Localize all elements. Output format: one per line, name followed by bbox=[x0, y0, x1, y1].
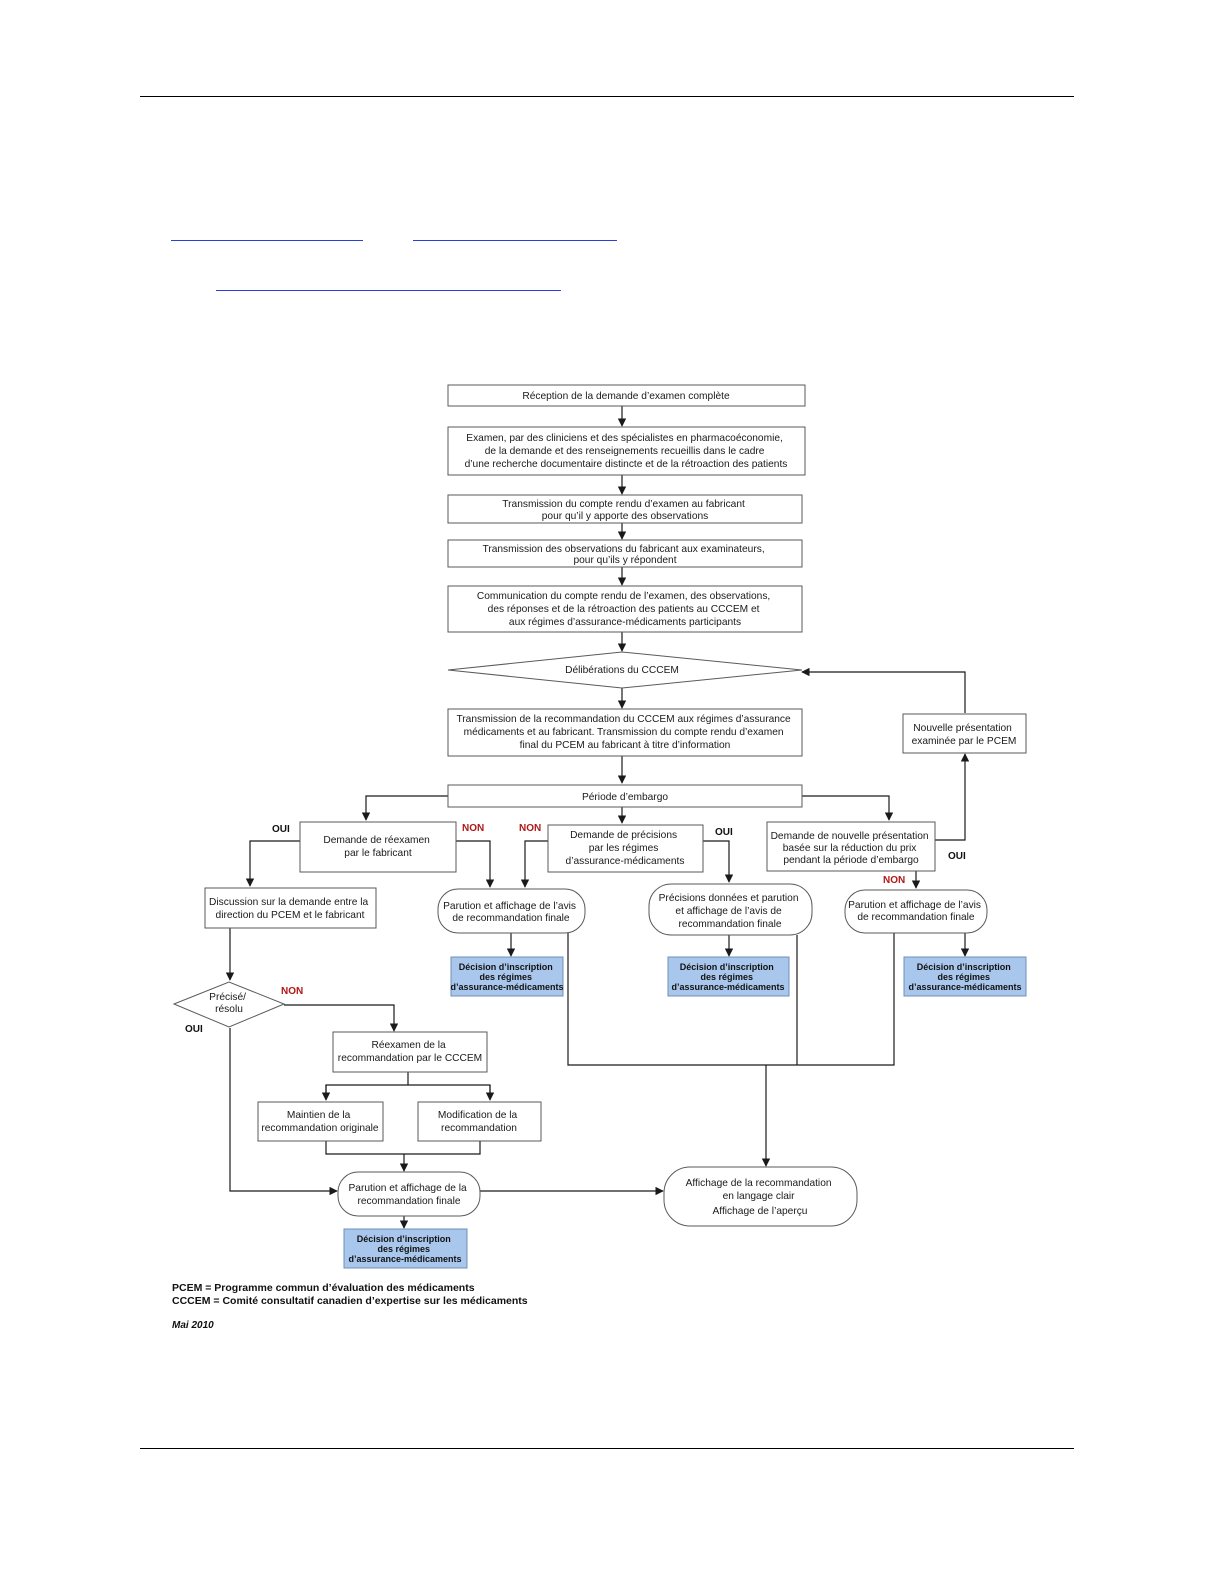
node-discussion: Discussion sur la demande entre la direc… bbox=[204, 887, 377, 929]
node-modification: Modification de la recommandation bbox=[417, 1101, 542, 1142]
hyperlink-2[interactable] bbox=[413, 240, 617, 241]
label-non: NON bbox=[883, 875, 905, 886]
svg-text:Demande de nouvelle présentati: Demande de nouvelle présentation basée s… bbox=[771, 831, 932, 866]
legend-pcem: PCEM = Programme commun d’évaluation des… bbox=[172, 1282, 475, 1294]
svg-text:Affichage de la recommandation: Affichage de la recommandation en langag… bbox=[686, 1178, 835, 1217]
node-maintien: Maintien de la recommandation originale bbox=[257, 1101, 384, 1142]
svg-text:Parution et affichage de l’avi: Parution et affichage de l’avis de recom… bbox=[848, 900, 984, 923]
node-parution-avis-3: Parution et affichage de l’avis de recom… bbox=[844, 889, 988, 934]
svg-text:Décision d’inscription d: Décision d’inscription des régimes d’ass… bbox=[671, 962, 784, 992]
node-decision-3: Décision d’inscription des régimes d’ass… bbox=[903, 956, 1027, 997]
node-examen: Examen, par des cliniciens et des spécia… bbox=[447, 426, 806, 476]
hyperlink-1[interactable] bbox=[171, 240, 363, 241]
legend-cccem: CCCEM = Comité consultatif canadien d’ex… bbox=[172, 1295, 528, 1307]
svg-text:Réexamen de la recommand: Réexamen de la recommandation par le CCC… bbox=[338, 1040, 482, 1064]
node-parution-avis-1: Parution et affichage de l’avis de recom… bbox=[437, 888, 586, 934]
svg-text:Nouvelle présentation ex: Nouvelle présentation examinée par le PC… bbox=[912, 723, 1017, 747]
header-rule bbox=[140, 96, 1074, 97]
node-precise-resolu: Précisé/ résolu bbox=[172, 981, 286, 1028]
svg-text:Décision d’inscription d: Décision d’inscription des régimes d’ass… bbox=[348, 1234, 461, 1264]
svg-text:Décision d’inscription d: Décision d’inscription des régimes d’ass… bbox=[908, 962, 1021, 992]
svg-text:Transmission des observations: Transmission des observations du fabrica… bbox=[482, 544, 767, 566]
connectors bbox=[225, 406, 970, 1229]
legend-date: Mai 2010 bbox=[172, 1320, 214, 1331]
label-non: NON bbox=[281, 986, 303, 997]
svg-text:Réception de la demande d’exam: Réception de la demande d’examen complèt… bbox=[522, 391, 730, 402]
node-transmission-observations: Transmission des observations du fabrica… bbox=[447, 539, 803, 568]
footer-rule bbox=[140, 1448, 1074, 1449]
node-decision-1: Décision d’inscription des régimes d’ass… bbox=[450, 956, 564, 997]
node-precisions-donnees: Précisions données et parution et affich… bbox=[648, 883, 813, 936]
label-non: NON bbox=[462, 823, 484, 834]
label-oui: OUI bbox=[272, 824, 290, 835]
node-demande-precisions: Demande de précisions par les régimes d’… bbox=[547, 824, 704, 873]
svg-text:Transmission de la recommandat: Transmission de la recommandation du CCC… bbox=[456, 714, 793, 751]
svg-text:Examen, par des cliniciens et: Examen, par des cliniciens et des spécia… bbox=[465, 433, 788, 470]
hyperlink-3[interactable] bbox=[216, 290, 561, 291]
label-non: NON bbox=[519, 823, 541, 834]
label-oui: OUI bbox=[185, 1024, 203, 1035]
node-demande-reexamen: Demande de réexamen par le fabricant bbox=[299, 821, 457, 873]
legend: PCEM = Programme commun d’évaluation des… bbox=[172, 1282, 528, 1331]
label-oui: OUI bbox=[715, 827, 733, 838]
svg-text:Modification de la recom: Modification de la recommandation bbox=[438, 1110, 520, 1134]
node-reexamen-cccem: Réexamen de la recommandation par le CCC… bbox=[332, 1031, 488, 1073]
svg-text:Transmission du compte rendu d: Transmission du compte rendu d’examen au… bbox=[502, 499, 747, 522]
node-parution-finale: Parution et affichage de la recommandati… bbox=[337, 1171, 481, 1217]
node-transmission-compte-rendu: Transmission du compte rendu d’examen au… bbox=[447, 494, 803, 524]
node-affichage: Affichage de la recommandation en langag… bbox=[663, 1166, 858, 1227]
svg-text:Communication du compte rendu: Communication du compte rendu de l’exame… bbox=[477, 591, 773, 628]
svg-text:Période d’embargo: Période d’embargo bbox=[582, 792, 668, 803]
node-periode-embargo: Période d’embargo bbox=[447, 784, 803, 808]
branch-labels: OUI NON NON OUI OUI NON NON OUI bbox=[185, 823, 966, 1035]
svg-text:Demande de réexamen par: Demande de réexamen par le fabricant bbox=[323, 835, 432, 859]
svg-text:Parution et affichage de la: Parution et affichage de la recommandati… bbox=[348, 1183, 469, 1207]
svg-text:Maintien de la recommand: Maintien de la recommandation originale bbox=[261, 1110, 379, 1134]
node-transmission-recommandation: Transmission de la recommandation du CCC… bbox=[447, 708, 803, 757]
svg-text:Décision d’inscription d: Décision d’inscription des régimes d’ass… bbox=[450, 962, 563, 992]
svg-text:Précisé/ résolu: Précisé/ résolu bbox=[209, 992, 249, 1015]
node-reception: Réception de la demande d’examen complèt… bbox=[447, 384, 806, 407]
node-demande-nouvelle-presentation: Demande de nouvelle présentation basée s… bbox=[766, 821, 936, 872]
svg-text:Délibérations du CCCEM: Délibérations du CCCEM bbox=[565, 665, 679, 676]
svg-text:Précisions données et parution: Précisions données et parution et affich… bbox=[659, 893, 802, 930]
svg-text:Parution et affichage de l’avi: Parution et affichage de l’avis de recom… bbox=[443, 901, 579, 924]
label-oui: OUI bbox=[948, 851, 966, 862]
svg-text:Discussion sur la demande entr: Discussion sur la demande entre la direc… bbox=[209, 897, 371, 921]
node-decision-4: Décision d’inscription des régimes d’ass… bbox=[343, 1228, 468, 1269]
node-decision-2: Décision d’inscription des régimes d’ass… bbox=[667, 956, 790, 997]
svg-text:Demande de précisions pa: Demande de précisions par les régimes d’… bbox=[566, 830, 685, 867]
node-communication: Communication du compte rendu de l’exame… bbox=[447, 585, 803, 633]
node-deliberations: Délibérations du CCCEM bbox=[447, 651, 803, 689]
node-nouvelle-presentation: Nouvelle présentation examinée par le PC… bbox=[902, 713, 1027, 754]
